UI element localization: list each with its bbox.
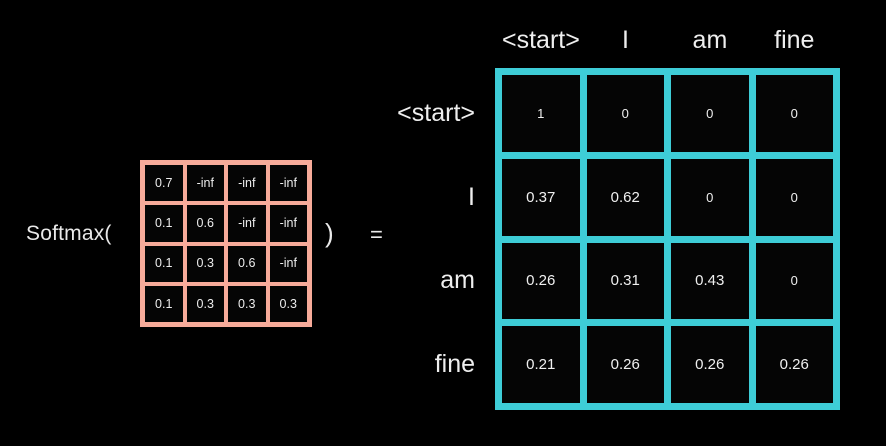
input-cell: -inf: [228, 205, 266, 242]
softmax-function-label: Softmax(: [26, 222, 112, 245]
output-cell: 0: [671, 158, 749, 236]
row-header-start: <start>: [397, 98, 475, 127]
column-header-row: <start> I am fine: [495, 18, 840, 62]
column-header-am: am: [692, 25, 728, 54]
input-cell: 0.3: [228, 285, 266, 322]
input-cell: 0.3: [269, 285, 307, 322]
output-cell: 0.26: [755, 326, 833, 403]
column-header-start: <start>: [502, 25, 580, 54]
input-cell: -inf: [228, 165, 266, 202]
input-cell: 0.1: [145, 285, 183, 322]
input-cell: -inf: [269, 245, 307, 282]
output-cell: 0: [671, 75, 749, 152]
output-cell: 0.26: [502, 242, 580, 320]
output-cell: 0.26: [586, 326, 664, 403]
row-header-column: <start> I am fine: [330, 68, 485, 410]
row-header-am: am: [440, 266, 475, 295]
input-cell: 0.6: [228, 245, 266, 282]
output-cell: 0.21: [502, 326, 580, 403]
column-header-fine: fine: [774, 25, 815, 54]
input-cell: 0.3: [186, 285, 224, 322]
output-cell: 0: [586, 75, 664, 152]
equals-sign-label: =: [370, 222, 383, 247]
input-cell: -inf: [269, 165, 307, 202]
input-cell: 0.7: [145, 165, 183, 202]
output-cell: 0.37: [502, 158, 580, 236]
output-cell: 0.62: [586, 158, 664, 236]
attention-weights-matrix: 1 0 0 0 0.37 0.62 0 0 0.26 0.31 0.43 0 0…: [495, 68, 840, 410]
input-cell: 0.6: [186, 205, 224, 242]
output-cell: 1: [502, 75, 580, 152]
output-cell: 0: [755, 242, 833, 320]
row-header-i: I: [468, 182, 475, 211]
output-cell: 0.26: [671, 326, 749, 403]
output-cell: 0.31: [586, 242, 664, 320]
row-header-fine: fine: [434, 350, 475, 379]
input-cell: 0.1: [145, 205, 183, 242]
output-cell: 0.43: [671, 242, 749, 320]
output-cell: 0: [755, 158, 833, 236]
closing-paren-label: ): [325, 218, 334, 248]
input-cell: 0.1: [145, 245, 183, 282]
input-cell: 0.3: [186, 245, 224, 282]
output-cell: 0: [755, 75, 833, 152]
masked-scores-matrix: 0.7 -inf -inf -inf 0.1 0.6 -inf -inf 0.1…: [140, 160, 312, 327]
input-cell: -inf: [269, 205, 307, 242]
input-cell: -inf: [186, 165, 224, 202]
column-header-i: I: [622, 25, 629, 54]
